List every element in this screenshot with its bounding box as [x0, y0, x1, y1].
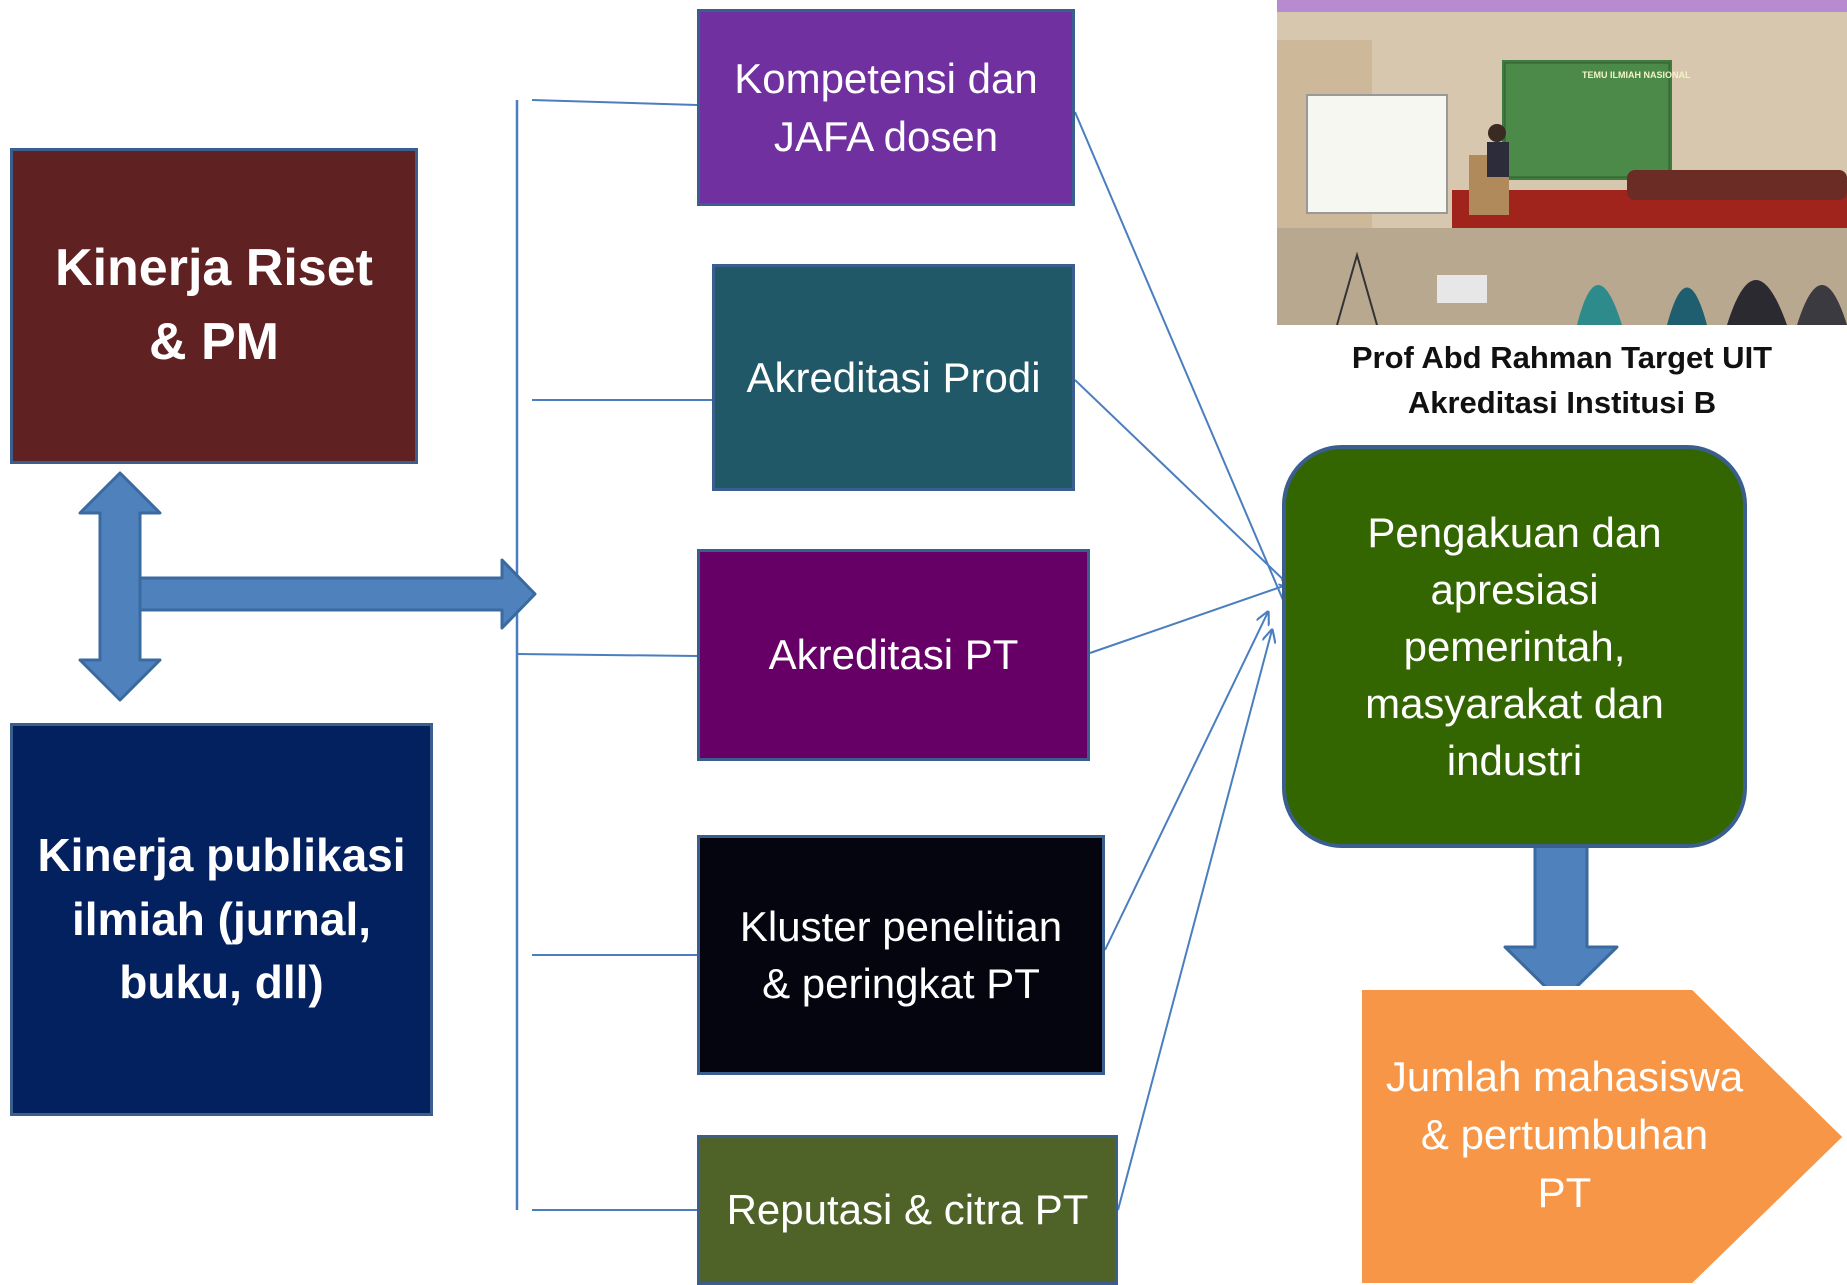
branch-pt	[516, 653, 698, 657]
factor-kluster-box: Kluster penelitian & peringkat PT	[697, 835, 1105, 1075]
factor-reputasi-label: Reputasi & citra PT	[726, 1186, 1089, 1234]
factor-prodi-label: Akreditasi Prodi	[746, 353, 1041, 401]
factor-kluster-label: Kluster penelitian & peringkat PT	[739, 902, 1063, 1007]
factor-kompetensi-label: Kompetensi dan JAFA dosen	[734, 55, 1038, 160]
arrow-kompetensi-outcome	[1074, 111, 1312, 668]
kinerja-publikasi-label: Kinerja publikasi ilmiah (jurnal, buku, …	[37, 829, 406, 1009]
double-arrow-vertical	[78, 471, 162, 702]
arrow-prodi-outcome	[1074, 379, 1292, 588]
factor-pt-label: Akreditasi PT	[768, 631, 1019, 679]
factor-kompetensi-box: Kompetensi dan JAFA dosen	[697, 9, 1075, 206]
block-arrow-down	[1503, 831, 1619, 1004]
banner-text: TEMU ILMIAH NASIONAL	[1582, 70, 1691, 80]
photo-caption-text: Prof Abd Rahman Target UIT Akreditasi In…	[1351, 340, 1773, 420]
result-box: Jumlah mahasiswa & pertumbuhan PT	[1362, 1040, 1767, 1230]
factor-reputasi-box: Reputasi & citra PT	[697, 1135, 1118, 1285]
outcome-label: Pengakuan dan apresiasi pemerintah, masy…	[1365, 508, 1664, 785]
arrow-kluster-outcome	[1104, 612, 1268, 951]
arrow-reputasi-outcome	[1117, 630, 1272, 1211]
factor-prodi-box: Akreditasi Prodi	[712, 264, 1075, 491]
kinerja-publikasi-box: Kinerja publikasi ilmiah (jurnal, buku, …	[10, 723, 433, 1116]
outcome-box: Pengakuan dan apresiasi pemerintah, masy…	[1282, 445, 1747, 848]
block-arrow-right	[138, 558, 537, 630]
kinerja-riset-label: Kinerja Riset & PM	[55, 239, 373, 371]
photo-caption: Prof Abd Rahman Target UIT Akreditasi In…	[1277, 336, 1847, 426]
result-label: Jumlah mahasiswa & pertumbuhan PT	[1385, 1053, 1744, 1216]
arrow-pt-outcome	[1089, 582, 1295, 654]
branch-kompetensi	[531, 99, 698, 106]
kinerja-riset-box: Kinerja Riset & PM	[10, 148, 418, 464]
factor-pt-box: Akreditasi PT	[697, 549, 1090, 761]
seminar-photo: TEMU ILMIAH NASIONAL	[1277, 0, 1847, 325]
seminar-photo-drawing: TEMU ILMIAH NASIONAL	[1277, 0, 1847, 325]
